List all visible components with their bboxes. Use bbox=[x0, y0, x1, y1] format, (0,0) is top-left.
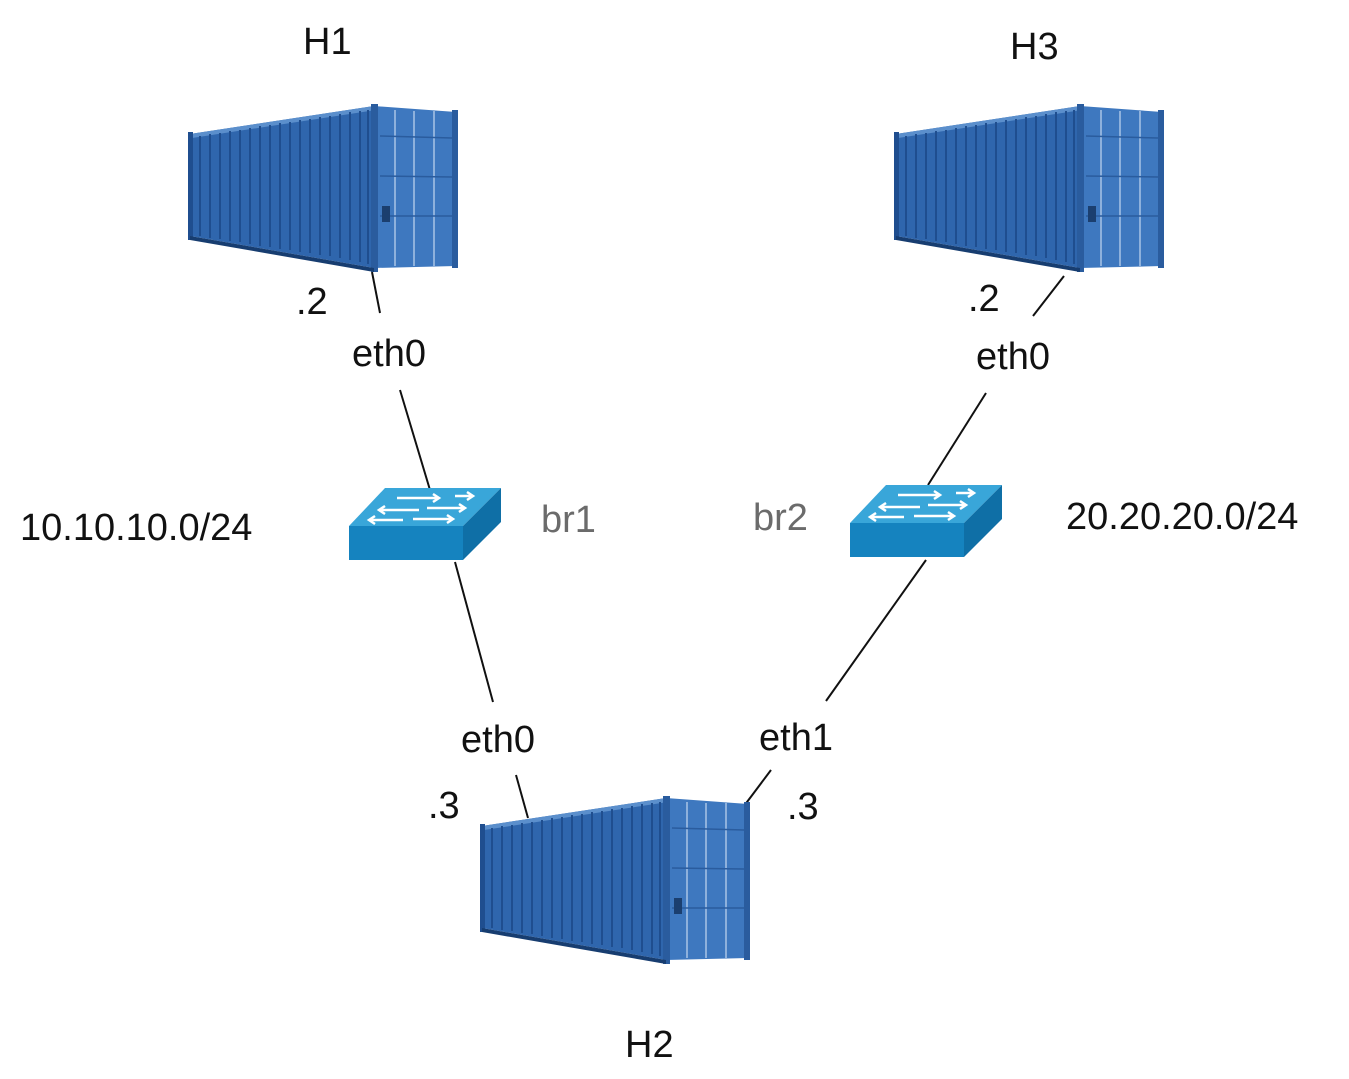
h2-eth1-label: eth1 bbox=[759, 717, 833, 759]
link-h2-eth1-stub bbox=[743, 769, 772, 807]
link-h1-br1 bbox=[399, 389, 431, 491]
link-br1-h2 bbox=[454, 561, 494, 703]
right-subnet-label: 20.20.20.0/24 bbox=[1066, 496, 1299, 538]
h2-eth0-label: eth0 bbox=[461, 719, 535, 761]
h3-eth0-address: .2 bbox=[968, 278, 1000, 320]
h1-eth0-address: .2 bbox=[296, 281, 328, 323]
link-h1-eth0-stub bbox=[371, 271, 381, 314]
link-br2-h2 bbox=[825, 559, 927, 702]
br1-bridge-label: br1 bbox=[541, 499, 596, 541]
h2-eth0-address: .3 bbox=[428, 785, 460, 827]
br2-switch-icon[interactable] bbox=[848, 483, 1004, 559]
h3-eth0-label: eth0 bbox=[976, 336, 1050, 378]
h1-host-label: H1 bbox=[303, 21, 352, 63]
link-h3-br2 bbox=[927, 392, 987, 486]
h1-container-icon[interactable] bbox=[187, 103, 459, 273]
h3-container-icon[interactable] bbox=[893, 103, 1165, 273]
br1-switch-icon[interactable] bbox=[347, 486, 503, 562]
h2-eth1-address: .3 bbox=[787, 786, 819, 828]
h1-eth0-label: eth0 bbox=[352, 333, 426, 375]
left-subnet-label: 10.10.10.0/24 bbox=[20, 507, 253, 549]
h3-host-label: H3 bbox=[1010, 26, 1059, 68]
h2-container-icon[interactable] bbox=[479, 795, 751, 965]
link-h2-eth0-stub bbox=[515, 774, 529, 819]
br2-bridge-label: br2 bbox=[753, 497, 808, 539]
link-h3-eth0-stub bbox=[1032, 275, 1065, 317]
h2-host-label: H2 bbox=[625, 1024, 674, 1066]
